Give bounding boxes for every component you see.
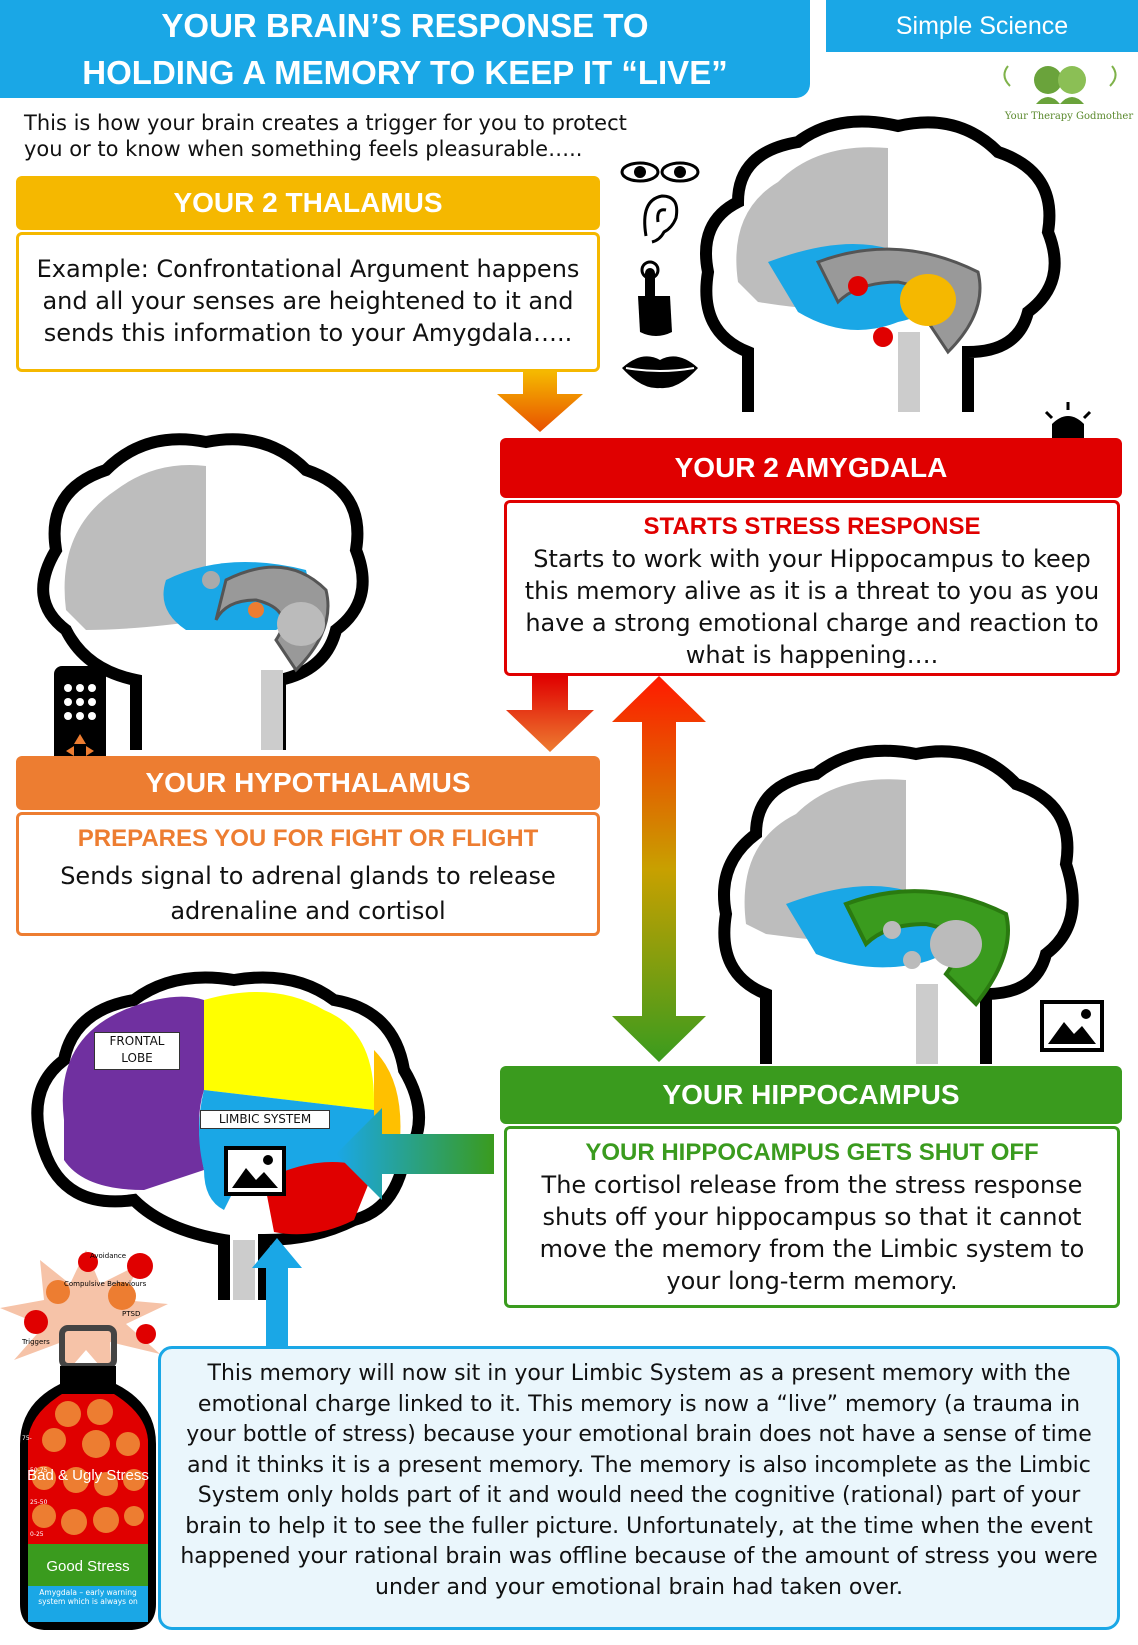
arrow-summary-to-brain bbox=[252, 1238, 302, 1348]
bottle-label-triggers: Triggers bbox=[21, 1338, 50, 1346]
hypothalamus-subtitle: PREPARES YOU FOR FIGHT OR FLIGHT bbox=[77, 825, 539, 852]
picture-icon bbox=[1040, 1000, 1104, 1052]
title-line-2: HOLDING A MEMORY TO KEEP IT “LIVE” bbox=[82, 54, 728, 91]
stress-bottle-illustration: Avoidance Compulsive Behaviours PTSD Tri… bbox=[0, 1250, 168, 1630]
frontal-lobe-label: FRONTAL LOBE bbox=[94, 1032, 180, 1070]
thalamus-box: Example: Confrontational Argument happen… bbox=[16, 232, 600, 372]
bottle-good-stress-label: Good Stress bbox=[46, 1558, 129, 1575]
thalamus-body: Example: Confrontational Argument happen… bbox=[36, 255, 580, 347]
amygdala-box: STARTS STRESS RESPONSE Starts to work wi… bbox=[504, 500, 1120, 676]
hypothalamus-body: Sends signal to adrenal glands to releas… bbox=[60, 862, 556, 925]
series-tag: Simple Science bbox=[826, 0, 1138, 52]
arrow-amygdala-hippocampus bbox=[612, 676, 706, 1062]
touch-hand-icon bbox=[638, 260, 672, 336]
eyes-icon bbox=[620, 161, 700, 183]
bottle-bad-stress-label: Bad & Ugly Stress bbox=[27, 1467, 149, 1484]
bottle-base-label: Amygdala – early warning system which is… bbox=[38, 1588, 138, 1606]
bottle-label-compulsive: Compulsive Behaviours bbox=[64, 1280, 147, 1288]
senses-icons bbox=[620, 161, 700, 389]
bottle-band-0-25: 0-25 bbox=[30, 1531, 44, 1538]
limbic-system-label: LIMBIC SYSTEM bbox=[200, 1110, 330, 1129]
amygdala-body: Starts to work with your Hippocampus to … bbox=[524, 545, 1100, 669]
amygdala-header: YOUR 2 AMYGDALA bbox=[500, 438, 1122, 498]
arrow-thalamus-to-amygdala bbox=[497, 372, 583, 432]
bottle-band-25-50: 25-50 bbox=[30, 1499, 48, 1506]
summary-box: This memory will now sit in your Limbic … bbox=[158, 1346, 1120, 1630]
lips-icon bbox=[622, 356, 698, 389]
thalamus-header: YOUR 2 THALAMUS bbox=[16, 176, 600, 230]
title-banner: YOUR BRAIN’S RESPONSE TO HOLDING A MEMOR… bbox=[0, 0, 810, 98]
amygdala-subtitle: STARTS STRESS RESPONSE bbox=[643, 513, 981, 540]
logo-text: Your Therapy Godmother bbox=[1004, 111, 1134, 122]
brain-illustration-hypothalamus bbox=[37, 433, 369, 750]
hypothalamus-box: PREPARES YOU FOR FIGHT OR FLIGHT Sends s… bbox=[16, 812, 600, 936]
hypothalamus-header: YOUR HYPOTHALAMUS bbox=[16, 756, 600, 810]
hippocampus-subtitle: YOUR HIPPOCAMPUS GETS SHUT OFF bbox=[585, 1139, 1039, 1166]
bottle-band-75: 75- bbox=[22, 1435, 32, 1442]
brain-illustration-thalamus bbox=[700, 115, 1061, 412]
brain-illustration-hippocampus bbox=[718, 744, 1079, 1064]
arrow-hippocampus-to-limbic bbox=[336, 1108, 494, 1200]
title-line-1: YOUR BRAIN’S RESPONSE TO bbox=[161, 7, 649, 44]
hippocampus-header: YOUR HIPPOCAMPUS bbox=[500, 1066, 1122, 1124]
summary-text: This memory will now sit in your Limbic … bbox=[180, 1361, 1098, 1600]
hippocampus-body: The cortisol release from the stress res… bbox=[539, 1171, 1085, 1295]
bottle-label-avoidance: Avoidance bbox=[90, 1252, 126, 1260]
bottle-label-ptsd: PTSD bbox=[122, 1310, 140, 1318]
logo-icon bbox=[1003, 65, 1117, 104]
ear-icon bbox=[643, 194, 679, 244]
hippocampus-box: YOUR HIPPOCAMPUS GETS SHUT OFF The corti… bbox=[504, 1126, 1120, 1308]
arrow-amygdala-to-hypothalamus bbox=[506, 676, 594, 752]
memory-picture-icon bbox=[224, 1146, 286, 1196]
intro-text: This is how your brain creates a trigger… bbox=[24, 111, 627, 161]
bottle-band-50-75: 50-75 bbox=[30, 1467, 48, 1474]
